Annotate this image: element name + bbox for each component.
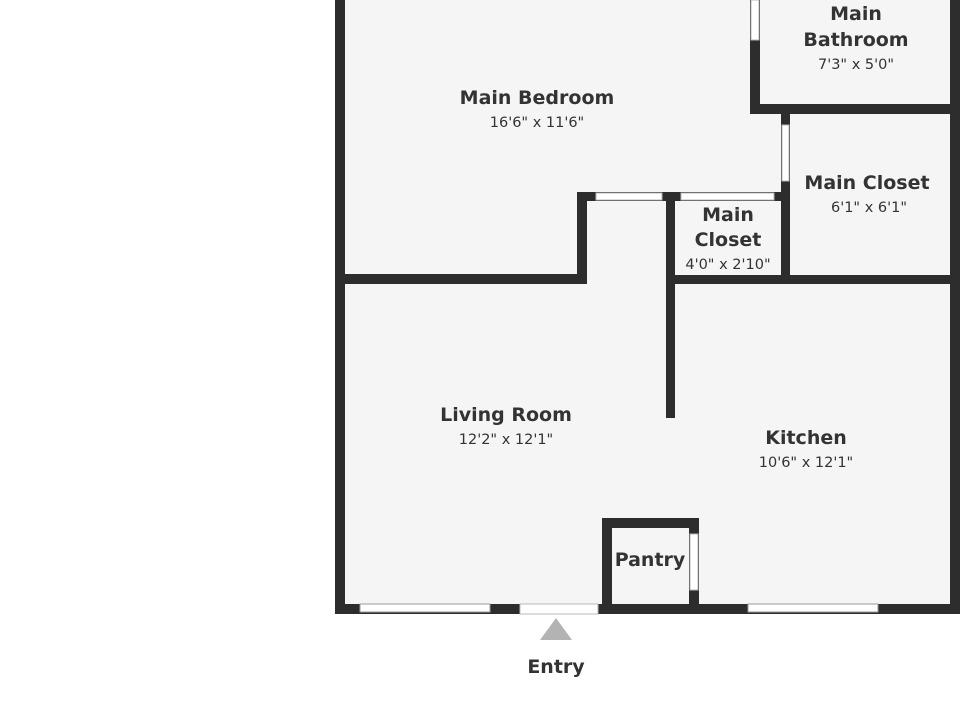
wall-main-closet-left xyxy=(781,106,790,284)
room-name: Pantry xyxy=(615,549,686,571)
wall-kitchen-top xyxy=(666,275,960,284)
room-dimensions: 16'6" x 11'6" xyxy=(490,115,584,131)
room-name: Main Closet xyxy=(804,172,929,194)
room-label-small-closet: Main Closet 4'0" x 2'10" xyxy=(685,204,770,273)
window-kitchen xyxy=(747,603,879,613)
room-name: Main xyxy=(830,3,882,25)
room-dimensions: 4'0" x 2'10" xyxy=(685,257,770,273)
window-living-room xyxy=(359,603,491,613)
exterior-wall-right xyxy=(950,0,960,614)
wall-living-kitchen-divider xyxy=(666,192,675,418)
exterior-wall-left xyxy=(335,0,345,614)
wall-bedroom-bottom xyxy=(335,274,587,284)
door-bathroom xyxy=(750,0,760,41)
room-name: Main Bedroom xyxy=(460,87,615,109)
room-label-main-bathroom: Main Bathroom 7'3" x 5'0" xyxy=(803,3,908,73)
door-pantry xyxy=(689,533,699,591)
room-name: Main xyxy=(702,204,754,226)
room-dimensions: 10'6" x 12'1" xyxy=(759,455,853,471)
room-name: Closet xyxy=(695,229,762,251)
door-hallway-bedroom xyxy=(595,192,663,201)
room-label-pantry: Pantry xyxy=(615,549,686,571)
wall-bathroom-bottom xyxy=(750,104,960,114)
entry-label: Entry xyxy=(527,656,585,678)
room-dimensions: 12'2" x 12'1" xyxy=(459,432,553,448)
room-label-main-bedroom: Main Bedroom 16'6" x 11'6" xyxy=(460,87,615,131)
entry-door xyxy=(519,603,599,615)
wall-hallway-left xyxy=(577,192,587,284)
room-dimensions: 7'3" x 5'0" xyxy=(818,57,894,73)
floor-area xyxy=(340,0,958,610)
room-label-kitchen: Kitchen 10'6" x 12'1" xyxy=(759,427,853,471)
wall-pantry-left xyxy=(602,518,612,610)
door-small-closet xyxy=(680,192,775,201)
room-name: Kitchen xyxy=(765,427,847,449)
room-name: Bathroom xyxy=(803,29,908,51)
wall-pantry-top xyxy=(602,518,699,528)
entry-arrow-icon xyxy=(540,618,572,640)
door-main-closet xyxy=(781,124,790,182)
room-name: Living Room xyxy=(440,404,572,426)
room-dimensions: 6'1" x 6'1" xyxy=(831,200,907,216)
room-label-living-room: Living Room 12'2" x 12'1" xyxy=(440,404,572,448)
exterior-wall-bottom xyxy=(335,604,960,614)
wall-bathroom-left xyxy=(750,0,760,114)
room-label-main-closet: Main Closet 6'1" x 6'1" xyxy=(804,172,929,216)
